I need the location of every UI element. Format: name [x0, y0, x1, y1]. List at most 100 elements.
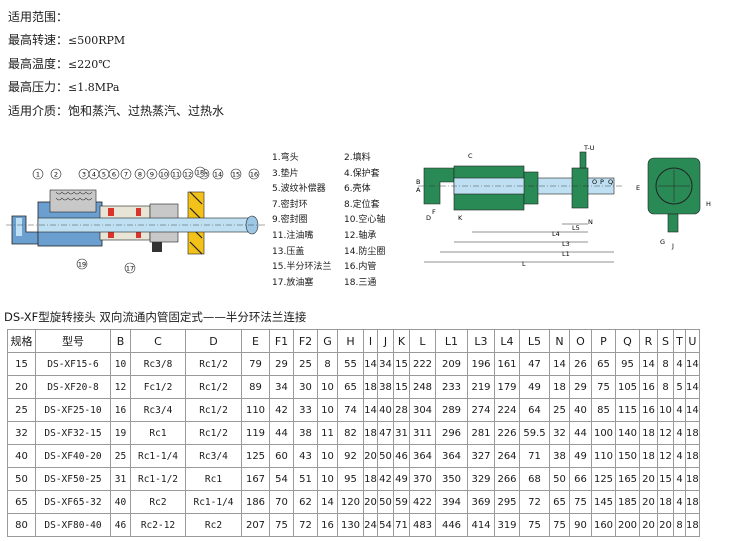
- dimension-label-b: B: [416, 178, 420, 186]
- table-header-cell: J: [377, 329, 394, 353]
- table-cell: 20: [639, 467, 658, 491]
- dimension-label-e: E: [636, 184, 640, 192]
- table-cell: 92: [337, 444, 364, 468]
- table-cell: 370: [409, 467, 436, 491]
- svg-text:4: 4: [92, 171, 96, 179]
- table-header-cell: P: [591, 329, 616, 353]
- oil-plug: [152, 242, 162, 252]
- table-cell: 25: [293, 352, 318, 376]
- table-cell: 38: [377, 375, 394, 399]
- table-cell: 16: [110, 398, 131, 422]
- table-header-cell: U: [685, 329, 700, 353]
- table-cell: 14: [363, 398, 378, 422]
- table-cell: 38: [549, 444, 570, 468]
- red-seal-top: [108, 208, 114, 216]
- callout-8: 8: [134, 168, 146, 180]
- table-cell: 71: [519, 444, 550, 468]
- table-cell: 54: [377, 513, 394, 537]
- table-cell: 75: [591, 375, 616, 399]
- table-cell: Rc1: [130, 421, 186, 445]
- table-cell: 10: [317, 398, 338, 422]
- table-header-cell: N: [549, 329, 570, 353]
- table-cell: 55: [337, 352, 364, 376]
- table-header-cell: L5: [519, 329, 550, 353]
- table-cell: 120: [337, 490, 364, 514]
- table-cell: 18: [685, 490, 700, 514]
- table-cell: 18: [639, 421, 658, 445]
- table-cell: 59.5: [519, 421, 550, 445]
- table-cell: DS-XF50-25: [35, 467, 111, 491]
- table-cell: DS-XF65-32: [35, 490, 111, 514]
- table-cell: 14: [685, 352, 700, 376]
- dimension-label-g: G: [660, 238, 665, 246]
- callout-4: 4: [88, 168, 100, 180]
- side-flange: [523, 171, 539, 205]
- table-cell: 79: [241, 352, 270, 376]
- callout-15: 15: [230, 168, 242, 180]
- table-cell: 125: [241, 444, 270, 468]
- table-cell: 43: [293, 444, 318, 468]
- table-cell: Rc3/4: [185, 444, 242, 468]
- table-cell: 72: [293, 513, 318, 537]
- table-cell: 274: [467, 398, 495, 422]
- table-cell: Rc3/8: [130, 352, 186, 376]
- table-cell: 14: [363, 352, 378, 376]
- table-cell: 42: [269, 398, 294, 422]
- table-cell: 160: [591, 513, 616, 537]
- table-header-cell: C: [130, 329, 186, 353]
- table-cell: Rc2-12: [130, 513, 186, 537]
- table-cell: 222: [409, 352, 436, 376]
- callout-6: 6: [108, 168, 120, 180]
- table-cell: 72: [519, 490, 550, 514]
- dimension-label-c: C: [468, 152, 473, 160]
- table-cell: Rc1/2: [185, 398, 242, 422]
- dimension-label-l5: L5: [572, 224, 580, 232]
- table-cell: 200: [615, 513, 640, 537]
- table-header-cell: R: [639, 329, 658, 353]
- table-header-cell: O: [569, 329, 592, 353]
- table-cell: 327: [467, 444, 495, 468]
- table-cell: 209: [435, 352, 468, 376]
- table-cell: 47: [519, 352, 550, 376]
- table-header-cell: S: [657, 329, 674, 353]
- dimension-lines: [424, 223, 614, 263]
- table-cell: 10: [657, 398, 674, 422]
- table-header-cell: L1: [435, 329, 468, 353]
- svg-text:10: 10: [160, 171, 168, 179]
- table-cell: 18: [685, 444, 700, 468]
- table-cell: 65: [337, 375, 364, 399]
- parts-list-item: 15.半分环法兰: [272, 262, 332, 273]
- table-cell: 12: [657, 444, 674, 468]
- red-seal-bottom: [108, 230, 114, 238]
- housing-gray: [49, 189, 97, 213]
- table-cell: 130: [337, 513, 364, 537]
- table-cell: 185: [615, 490, 640, 514]
- svg-text:11: 11: [172, 171, 180, 179]
- spec-pressure: 最高压力：≤1.8MPa: [8, 80, 119, 95]
- table-cell: DS-XF32-15: [35, 421, 111, 445]
- table-cell: 26: [569, 352, 592, 376]
- svg-text:1: 1: [36, 171, 40, 179]
- table-cell: 295: [494, 490, 520, 514]
- table-cell: 40: [569, 398, 592, 422]
- spec-speed-value: ≤500RPM: [68, 34, 126, 47]
- spec-media: 适用介质：饱和蒸汽、过热蒸汽、过热水: [8, 104, 224, 118]
- table-cell: Rc3/4: [130, 398, 186, 422]
- callout-5: 5: [98, 168, 110, 180]
- table-cell: 8: [317, 352, 338, 376]
- table-cell: 18: [657, 490, 674, 514]
- spec-temperature-value: ≤220℃: [68, 58, 111, 71]
- table-cell: 196: [467, 352, 495, 376]
- table-cell: 4: [673, 421, 686, 445]
- svg-text:16: 16: [250, 171, 258, 179]
- table-header-cell: F2: [293, 329, 318, 353]
- table-cell: 75: [549, 513, 570, 537]
- callout-2: 2: [50, 168, 62, 180]
- table-cell: 11: [317, 421, 338, 445]
- callout-14: 14: [212, 168, 224, 180]
- table-header-cell: E: [241, 329, 270, 353]
- parts-list-item: 14.防尘圈: [344, 246, 386, 257]
